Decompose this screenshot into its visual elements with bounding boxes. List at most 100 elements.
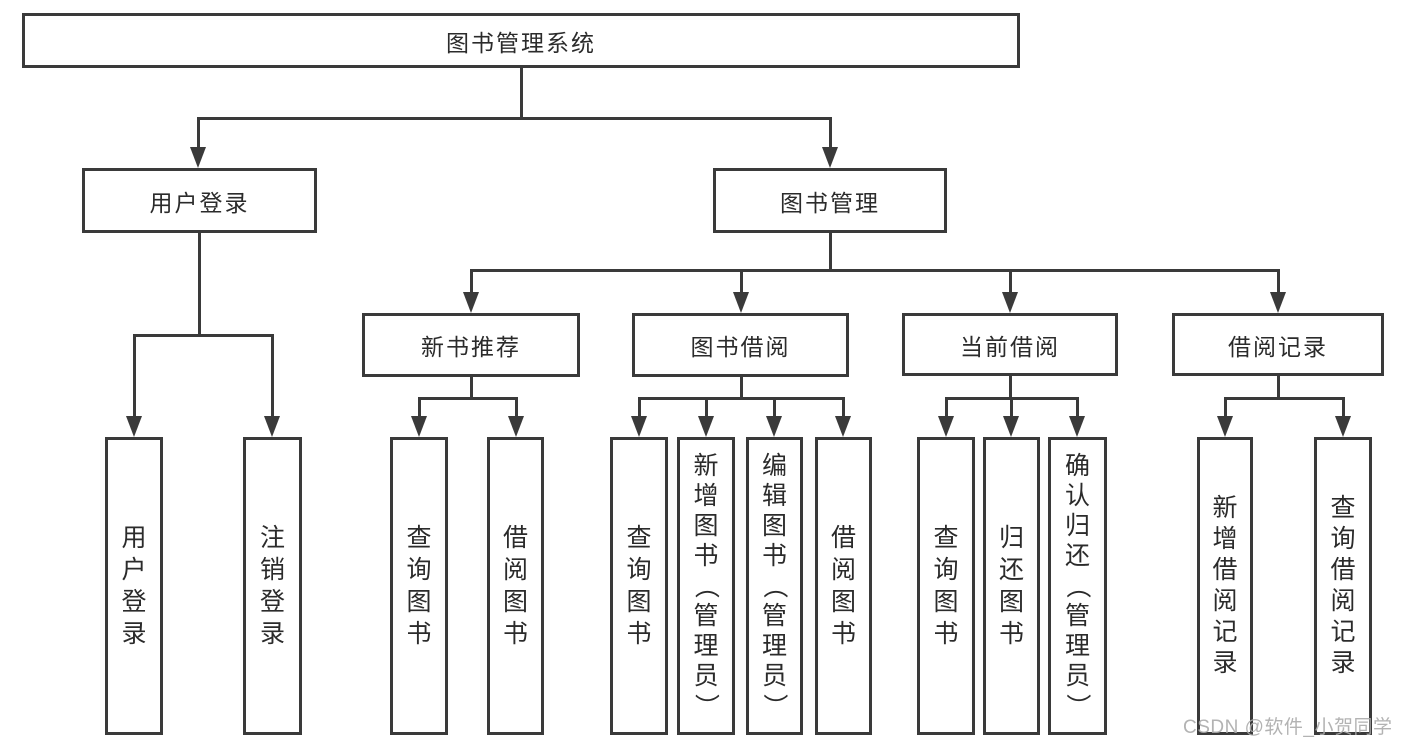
node-label-char: 询 [626,556,652,584]
connector-rail-user-login [132,333,274,337]
node-leaf-bb-add: 新增图书（管理员） [677,437,735,735]
node-label-char: 归 [1064,512,1090,540]
arrowhead-down-icon [835,416,851,437]
node-label-char: （ [692,573,720,599]
node-label-char: 录 [1212,649,1238,677]
connector-drop-book-borrow [704,398,708,429]
node-leaf-user-login: 用户登录 [105,437,163,735]
node-label-char: 员 [761,662,787,690]
node-leaf-nbr-borrow: 借阅图书 [487,437,544,735]
node-label-char: 还 [998,556,1024,584]
connector-drop-root [196,118,200,160]
node-label-char: 户 [121,556,147,584]
node-label-char: 询 [933,556,959,584]
node-user-login: 用户登录 [82,168,317,233]
arrowhead-down-icon [631,416,647,437]
node-label-char: 员 [693,662,719,690]
node-label-char: 图 [761,512,787,540]
node-label-char: ） [1063,693,1092,719]
node-label-char: （ [760,573,789,599]
arrowhead-down-icon [508,416,524,437]
node-label-char: 书 [830,620,856,648]
node-label-char: 查 [1330,494,1356,522]
node-label-char: 新 [693,452,719,480]
node-leaf-br-query: 查询借阅记录 [1314,437,1372,735]
node-label-char: 书 [626,620,652,648]
node-label-char: 登 [259,588,285,616]
node-label-char: 辑 [761,482,787,510]
node-label-char: 阅 [1330,587,1356,615]
connector-stem-book-borrow [739,377,743,398]
node-label-char: 编 [761,452,787,480]
node-label-char: 阅 [1212,587,1238,615]
arrowhead-down-icon [1335,416,1351,437]
node-label-char: 查 [933,524,959,552]
node-label-char: 借 [1212,556,1238,584]
node-label: 图书借阅 [690,334,791,360]
arrowhead-down-icon [463,292,479,313]
node-label-char: 确 [1064,452,1090,480]
node-new-book-recommend: 新书推荐 [362,313,580,377]
node-label-char: 记 [1212,618,1238,646]
arrowhead-down-icon [1003,416,1019,437]
node-label-char: 借 [830,524,856,552]
node-current-borrow: 当前借阅 [902,313,1118,376]
arrowhead-down-icon [766,416,782,437]
node-label-char: 图 [933,588,959,616]
node-leaf-br-add: 新增借阅记录 [1197,437,1253,735]
node-leaf-cb-query: 查询图书 [917,437,975,735]
node-label-char: 书 [693,542,719,570]
arrowhead-down-icon [1069,416,1085,437]
connector-drop-current-borrow [1075,398,1079,429]
connector-rail-book-borrow [637,396,845,400]
node-label-char: 借 [1330,556,1356,584]
arrowhead-down-icon [1270,292,1286,313]
csdn-watermark: CSDN @软件_小贺同学 [1183,717,1393,738]
connector-stem-current-borrow [1008,376,1012,398]
connector-stem-new-book-recommend [469,377,473,398]
node-label-char: 图 [406,588,432,616]
arrowhead-down-icon [1217,416,1233,437]
connector-drop-book-management [739,270,743,305]
node-label: 图书管理 [780,189,880,216]
node-root: 图书管理系统 [22,13,1020,68]
connector-drop-user-login [270,335,274,429]
arrowhead-down-icon [126,416,142,437]
node-label-char: 还 [1064,542,1090,570]
node-label: 借阅记录 [1228,333,1328,360]
node-label-char: 询 [406,556,432,584]
node-book-borrow: 图书借阅 [632,313,849,377]
node-label-char: 归 [998,524,1024,552]
node-label-char: 阅 [830,556,856,584]
node-borrow-records: 借阅记录 [1172,313,1384,376]
node-label-char: 增 [1212,525,1238,553]
node-label-char: 书 [761,542,787,570]
node-label-char: 图 [998,588,1024,616]
connector-stem-borrow-records [1276,376,1280,398]
node-label-char: 登 [121,588,147,616]
node-label-char: 图 [502,588,528,616]
node-leaf-cb-return: 归还图书 [983,437,1040,735]
connector-rail-new-book-recommend [417,396,518,400]
node-leaf-cb-confirm: 确认归还（管理员） [1048,437,1107,735]
connector-drop-book-management [469,270,473,305]
node-label-char: 用 [121,524,147,552]
node-leaf-bb-query: 查询图书 [610,437,668,735]
node-label-char: 书 [933,620,959,648]
connector-drop-book-borrow [772,398,776,429]
node-label-char: 书 [502,620,528,648]
connector-drop-borrow-records [1223,398,1227,429]
node-label-char: 录 [121,620,147,648]
node-label-char: 新 [1212,494,1238,522]
connector-rail-borrow-records [1223,396,1345,400]
node-label-char: 录 [1330,649,1356,677]
node-label-char: 图 [626,588,652,616]
connector-rail-root [196,116,832,120]
connector-drop-book-management [1008,270,1012,305]
connector-drop-current-borrow [1009,398,1013,429]
node-label-char: 增 [693,482,719,510]
arrowhead-down-icon [1002,292,1018,313]
connector-drop-new-book-recommend [417,398,421,429]
node-label-char: 理 [761,632,787,660]
